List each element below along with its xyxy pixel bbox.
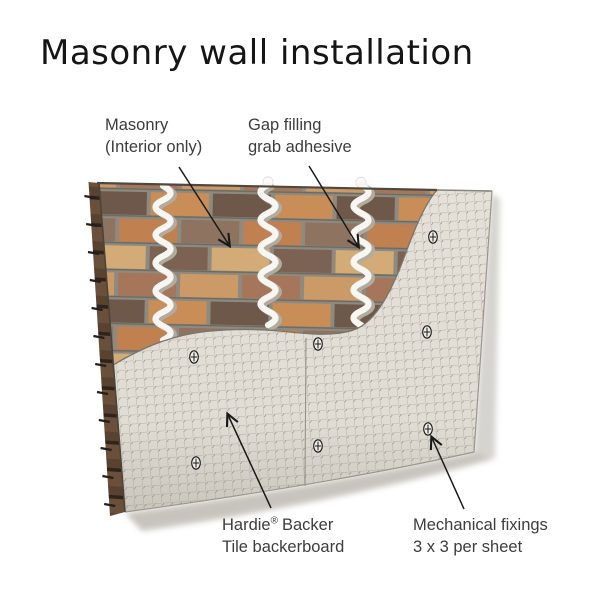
registered-mark: ® [270, 515, 278, 527]
fixing-screw-icon [189, 350, 199, 364]
fixing-screw-icon [313, 439, 323, 453]
brand-name-rest: Backer [281, 516, 334, 534]
fixing-screw-icon [313, 337, 323, 351]
callout-masonry-line1: Masonry [105, 116, 169, 134]
page-title: Masonry wall installation [40, 33, 474, 73]
leader-arrow-backerboard [228, 415, 272, 509]
board-joint-line [304, 337, 307, 487]
adhesive-bead-icon [350, 177, 375, 331]
callout-masonry: Masonry (Interior only) [105, 115, 202, 158]
callout-backerboard-line2: Tile backerboard [222, 537, 345, 556]
callout-fixings-line1: Mechanical fixings [413, 516, 548, 534]
fixing-screw-icon [428, 230, 438, 244]
callout-fixings-line2: 3 x 3 per sheet [413, 537, 523, 556]
leader-arrow-adhesive [308, 165, 358, 246]
leader-arrow-fixings [432, 438, 465, 510]
callout-backerboard-line1: Hardie®Backer [222, 515, 344, 537]
leader-arrow-masonry [178, 166, 229, 245]
callout-backerboard: Hardie®Backer Tile backerboard [222, 515, 344, 558]
wall-ties [84, 194, 116, 508]
callout-masonry-line2: (Interior only) [105, 137, 203, 156]
wall-top-edge [96, 181, 493, 513]
backer-board [112, 189, 493, 513]
fixing-screw-icon [191, 456, 201, 470]
adhesive-bead-icon [152, 182, 177, 346]
callout-gap-line2: grab adhesive [248, 137, 352, 156]
callout-gap-adhesive: Gap filling grab adhesive [248, 115, 352, 158]
fixing-screw-icon [422, 325, 432, 339]
callout-gap-line1: Gap filling [248, 116, 322, 134]
wall-side-edge [84, 182, 125, 516]
callout-fixings: Mechanical fixings 3 x 3 per sheet [413, 515, 548, 558]
fixing-screw-icon [423, 422, 433, 436]
wall-shadow [125, 193, 500, 531]
leader-arrows [178, 165, 465, 510]
brand-name: Hardie [222, 516, 271, 534]
